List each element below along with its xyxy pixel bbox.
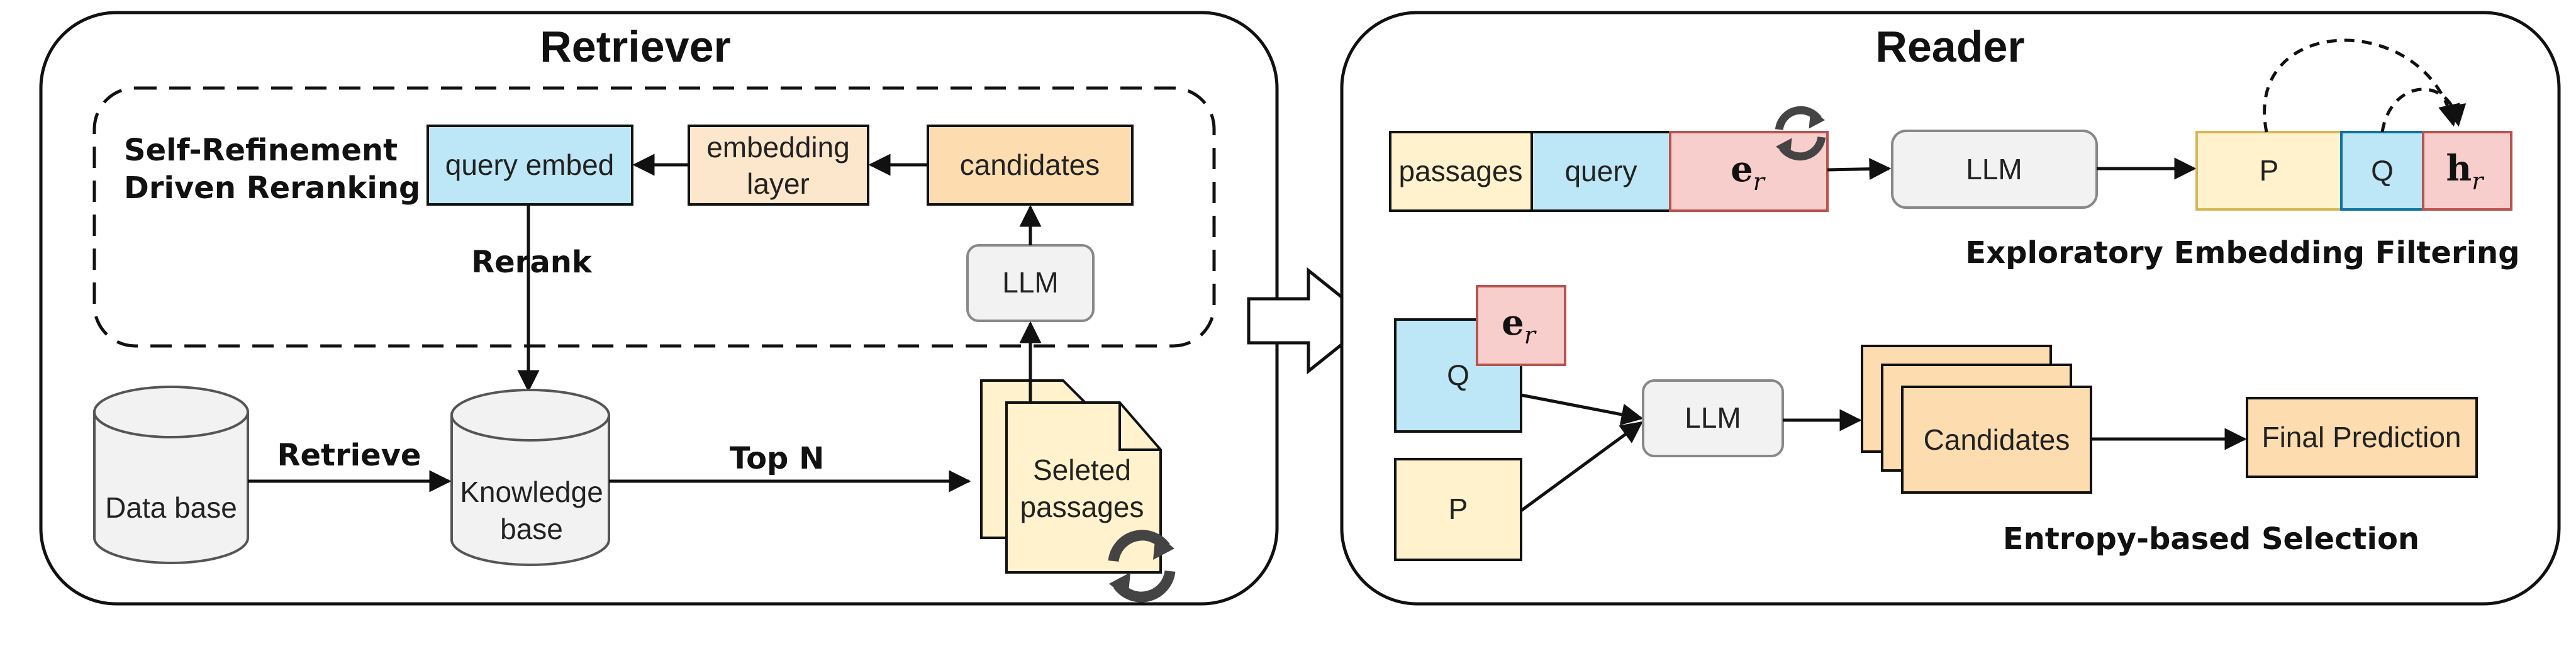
query-label: query [1564,155,1637,187]
reader-llm2-box [1642,379,1784,457]
p2-label: P [1449,493,1468,525]
transition-arrow [1247,267,1374,375]
er-box [1669,131,1829,212]
exploratory-label: Exploratory Embedding Filtering [1965,235,2519,270]
refresh-icon [1108,530,1176,603]
p-box [2195,131,2343,211]
attention-arrow-from-q [2380,87,2467,133]
rerank-label: Rerank [471,245,593,280]
knowledge-base-line1: Knowledge [460,476,603,508]
knowledge-base-cylinder [450,389,610,566]
er2-box [1476,285,1566,366]
reader-title: Reader [1875,22,2024,71]
hr-box [2422,131,2512,211]
query-embed-box [427,125,633,206]
query-box [1531,131,1671,212]
embedding-layer-box [688,125,869,206]
entropy-label: Entropy-based Selection [2003,521,2419,557]
embedding-layer-line1: embedding [706,131,850,164]
final-prediction-box [2246,397,2478,478]
refinement-region [92,86,1216,348]
retriever-title: Retriever [540,22,731,71]
selected-passages-line2: passages [1020,491,1144,523]
retrieve-label: Retrieve [277,438,421,473]
data-base-label: Data base [105,491,237,524]
passages-label: passages [1399,155,1523,187]
selected-passages-docs [980,379,1162,574]
p-label: P [2260,154,2279,187]
er-symbol: er [1731,148,1766,196]
knowledge-base-line2: base [500,513,563,545]
selected-passages-line1: Seleted [1033,454,1131,486]
q-box [2340,131,2424,211]
refinement-label-line1: Self-Refinement [124,133,398,168]
candidates-label: candidates [960,148,1100,181]
reader-llm2-label: LLM [1685,401,1741,434]
reader-candidates-label: Candidates [1924,423,2070,456]
er2-symbol: er [1502,302,1537,349]
q-label: Q [2371,154,2394,187]
final-prediction-label: Final Prediction [2261,421,2461,454]
arrow-q2-to-llm2 [1520,393,1644,426]
refinement-label-line2: Driven Reranking [124,170,420,206]
arrow-er-to-llm [1827,158,1892,181]
passages-box [1389,131,1533,212]
attention-arrow-from-p [2263,38,2460,133]
top-n-label: Top N [730,441,825,476]
reader-llm-label: LLM [1966,153,2022,186]
q2-label: Q [1447,359,1469,391]
query-embed-label: query embed [445,148,615,181]
candidates-box [927,125,1134,206]
data-base-cylinder [93,386,249,564]
embedding-layer-line2: layer [747,167,810,200]
arrow-p2-to-llm2 [1520,421,1643,513]
candidates-stack-front [1901,386,2092,494]
er-refresh-icon [1775,106,1826,161]
retriever-llm-label: LLM [1002,266,1058,299]
hr-symbol: hr [2446,148,2485,195]
